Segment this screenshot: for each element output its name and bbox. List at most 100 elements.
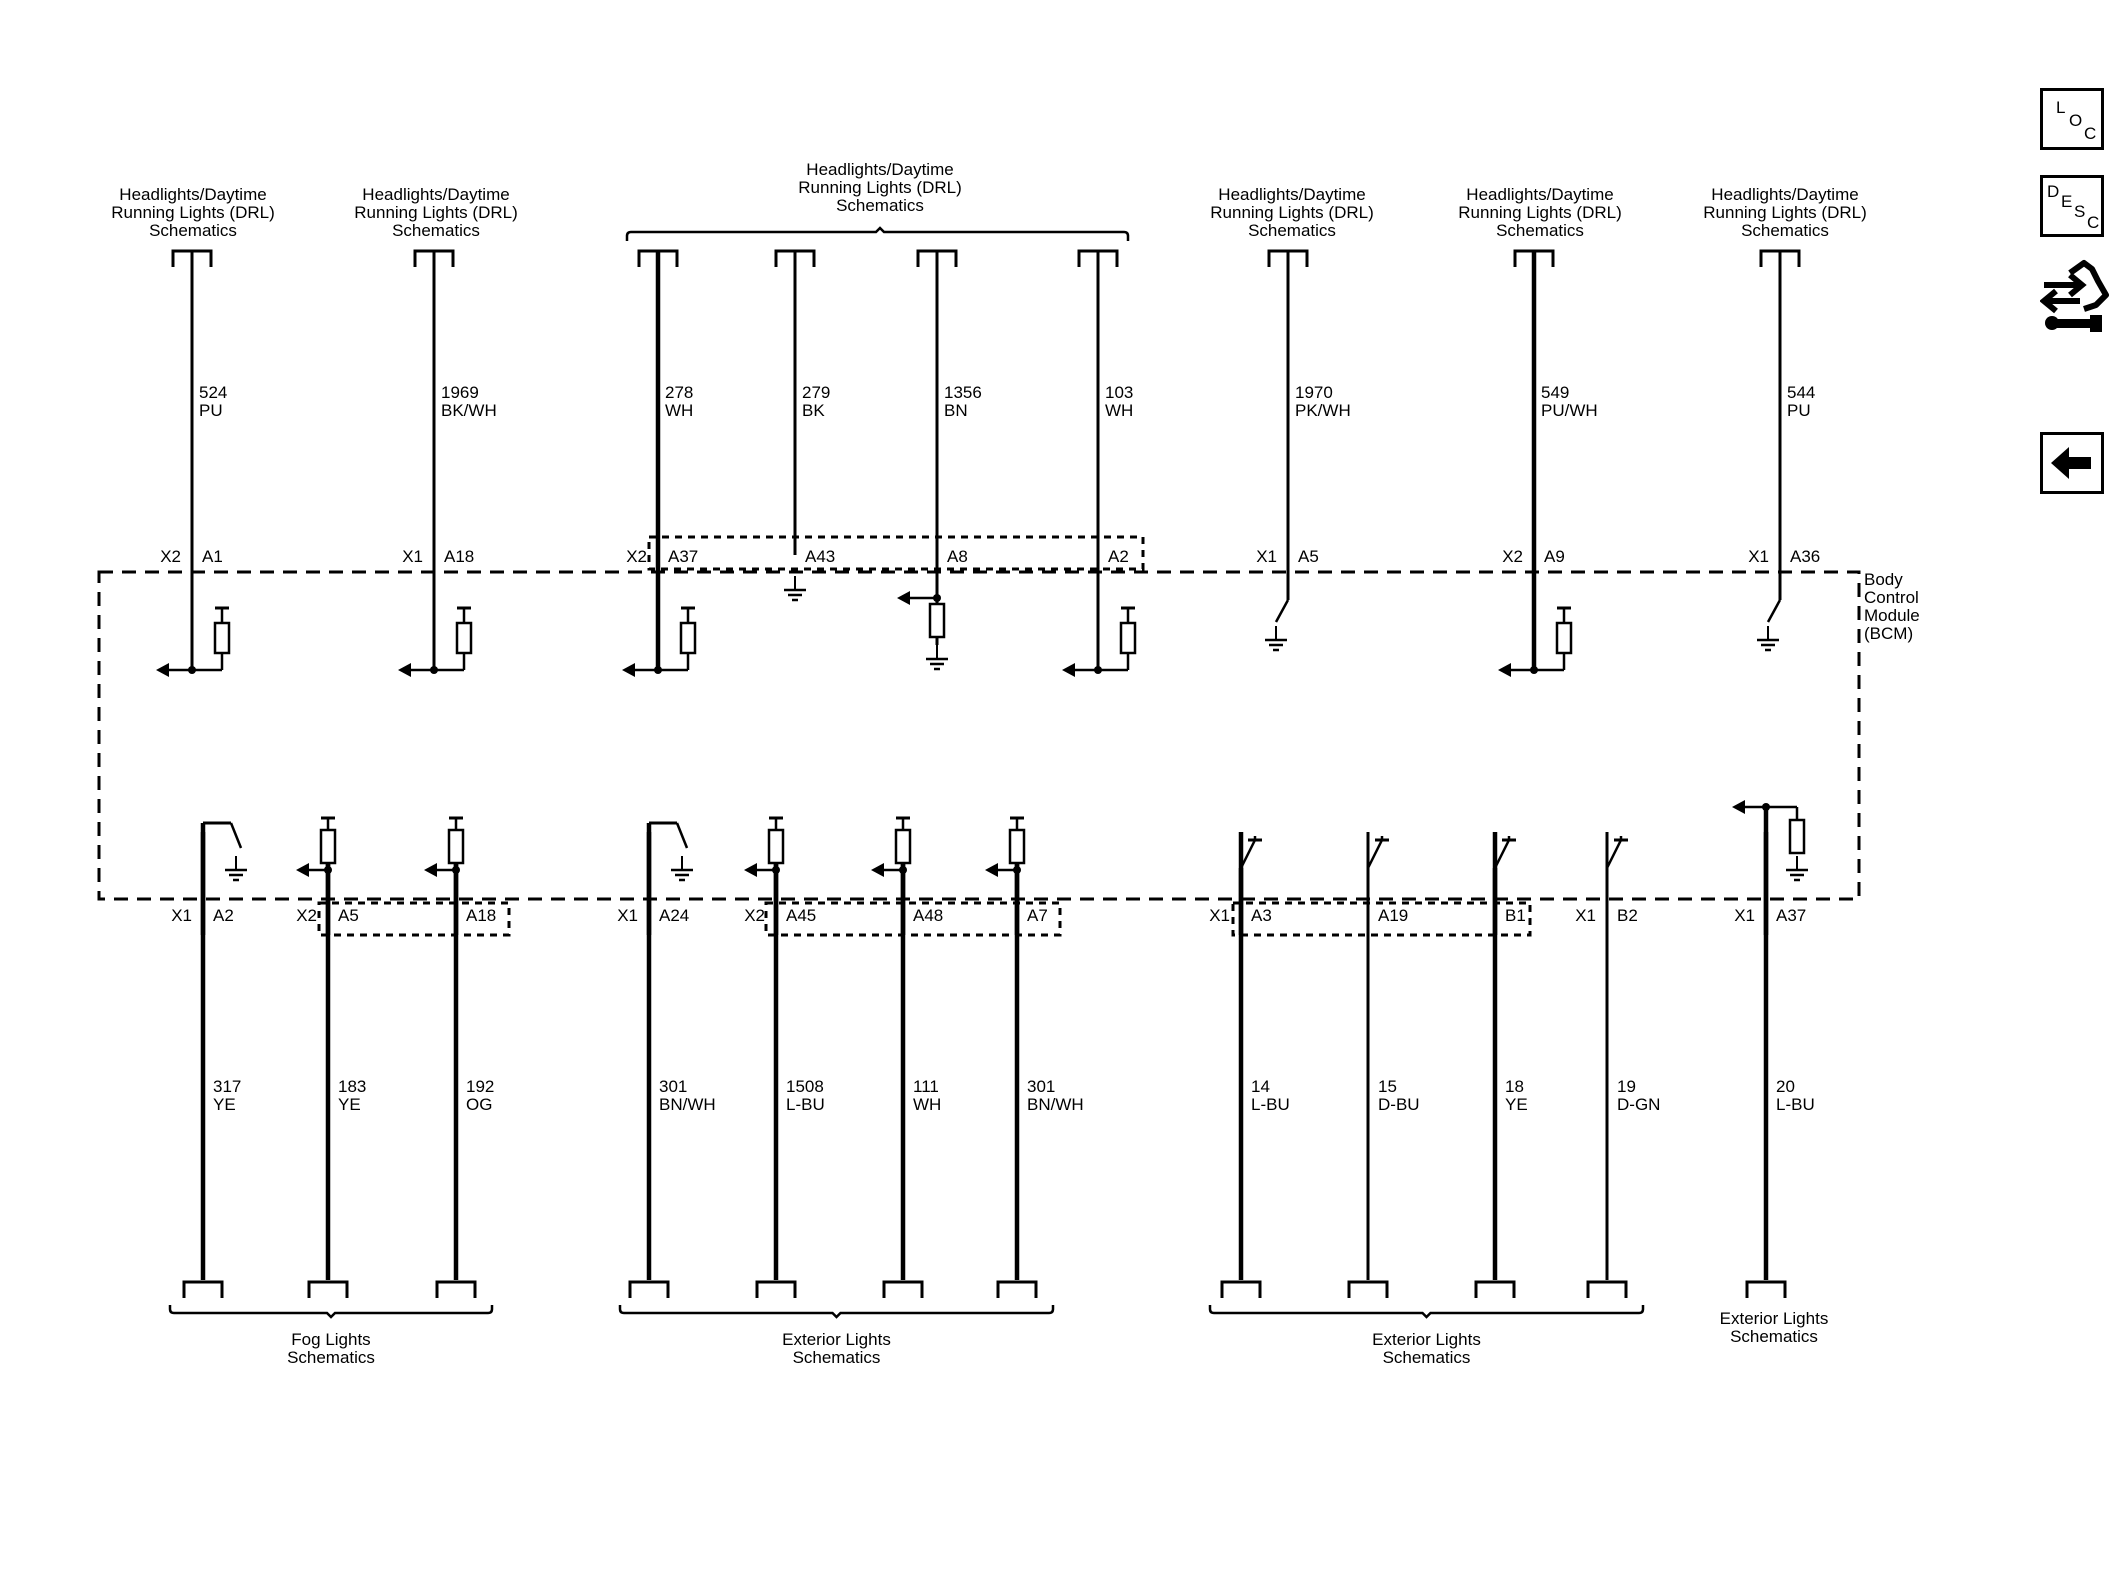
pin-label: A18 (444, 547, 474, 566)
shield-box (764, 901, 1062, 937)
resistor-icon (928, 602, 946, 639)
back-arrow-icon (2051, 447, 2091, 479)
pin-label: A5 (1298, 547, 1319, 566)
pin-label: A45 (786, 906, 816, 925)
top-ref-label: Headlights/Daytime (1711, 185, 1858, 204)
desc-letter: D (2047, 182, 2060, 201)
location-button[interactable]: L O C (2040, 88, 2104, 150)
top-ref-label: Schematics (1248, 221, 1336, 240)
pin-label: A9 (1544, 547, 1565, 566)
top-ref-brace (625, 226, 1130, 241)
circuit-number: 192 (466, 1077, 494, 1096)
wire-color: PU (199, 401, 223, 420)
splice-dot (188, 666, 196, 674)
wire-color: L-BU (1251, 1095, 1290, 1114)
connector-id: X1 (1256, 547, 1277, 566)
arrow-icon (398, 663, 411, 677)
connector-id: X1 (617, 906, 638, 925)
switch-contact (1605, 839, 1623, 869)
circuit-number: 301 (1027, 1077, 1055, 1096)
pin-label: A5 (338, 906, 359, 925)
bcm-label-line: (BCM) (1864, 624, 1913, 643)
switch-contact (1274, 599, 1290, 623)
pin-label: A8 (947, 547, 968, 566)
top-ref-label: Schematics (392, 221, 480, 240)
description-button[interactable]: D E S C (2040, 175, 2104, 237)
arrow-icon (1062, 663, 1075, 677)
pin-label: B1 (1505, 906, 1526, 925)
connector-id: X1 (171, 906, 192, 925)
connector-fork-icon (307, 1280, 349, 1298)
splice-dot (899, 866, 907, 874)
resistor-icon (679, 621, 697, 655)
resistor-icon (447, 828, 465, 865)
connector-fork-icon (182, 1280, 224, 1298)
bottom-ref-brace (1208, 1305, 1645, 1319)
circuit-number: 549 (1541, 383, 1569, 402)
arrow-icon (296, 863, 309, 877)
arrow-icon (1498, 663, 1511, 677)
bottom-ref-label: Schematics (793, 1348, 881, 1367)
circuit-number: 183 (338, 1077, 366, 1096)
resistor-icon (767, 828, 785, 865)
bottom-ref-label: Fog Lights (291, 1330, 370, 1349)
connector-id: X2 (744, 906, 765, 925)
switch-contact (675, 822, 689, 849)
circuit-number: 1508 (786, 1077, 824, 1096)
top-ref-label: Headlights/Daytime (1466, 185, 1613, 204)
wire-color: PU (1787, 401, 1811, 420)
wire-color: BN/WH (1027, 1095, 1084, 1114)
switch-contact (229, 822, 243, 849)
circuit-number: 278 (665, 383, 693, 402)
circuit-number: 15 (1378, 1077, 1397, 1096)
top-ref-label: Schematics (836, 196, 924, 215)
arrow-icon (622, 663, 635, 677)
pin-label: A48 (913, 906, 943, 925)
circuit-number: 279 (802, 383, 830, 402)
circuit-number: 1356 (944, 383, 982, 402)
connector-fork-icon (628, 1280, 670, 1298)
loc-letter: O (2069, 111, 2083, 130)
pin-label: A1 (202, 547, 223, 566)
wire-color: WH (913, 1095, 941, 1114)
circuit-number: 1970 (1295, 383, 1333, 402)
back-button[interactable] (2040, 432, 2104, 494)
splice-dot (430, 666, 438, 674)
splice-dot (452, 866, 460, 874)
circuit-number: 1969 (441, 383, 479, 402)
loc-letter: L (2056, 98, 2066, 117)
splice-dot (1530, 666, 1538, 674)
wire-color: BN (944, 401, 968, 420)
connector-id: X1 (402, 547, 423, 566)
splice-dot (324, 866, 332, 874)
wire-color: PU/WH (1541, 401, 1598, 420)
connector-id: X2 (296, 906, 317, 925)
connector-fork-icon (1586, 1280, 1628, 1298)
wire-color: BN/WH (659, 1095, 716, 1114)
wire-color: BK/WH (441, 401, 497, 420)
circuit-number: 544 (1787, 383, 1815, 402)
bcm-boundary (97, 570, 1861, 901)
pin-label: A37 (668, 547, 698, 566)
bottom-ref-label: Exterior Lights (1372, 1330, 1481, 1349)
circuit-number: 14 (1251, 1077, 1270, 1096)
resistor-icon (319, 828, 337, 865)
connector-fork-icon (996, 1280, 1038, 1298)
wire-color: PK/WH (1295, 401, 1351, 420)
pin-label: B2 (1617, 906, 1638, 925)
top-ref-label: Running Lights (DRL) (1210, 203, 1373, 222)
arrow-icon (985, 863, 998, 877)
desc-letter: C (2087, 213, 2100, 232)
wire-color: WH (1105, 401, 1133, 420)
top-ref-label: Headlights/Daytime (1218, 185, 1365, 204)
top-ref-label: Headlights/Daytime (362, 185, 509, 204)
connector-id: X2 (626, 547, 647, 566)
bottom-ref-brace (168, 1305, 494, 1319)
connector-wrench-icon[interactable] (2040, 255, 2112, 335)
loc-letter: C (2084, 124, 2097, 143)
top-ref-label: Running Lights (DRL) (111, 203, 274, 222)
shield-box (647, 535, 1145, 571)
top-ref-label: Schematics (1496, 221, 1584, 240)
bcm-label-line: Module (1864, 606, 1920, 625)
